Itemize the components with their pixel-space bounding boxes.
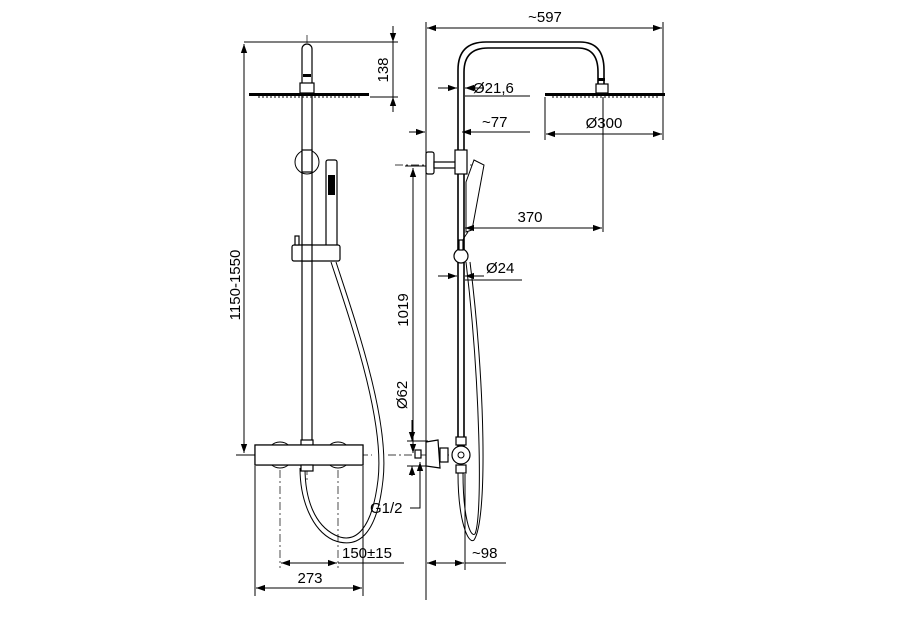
shower-head bbox=[249, 93, 369, 96]
dim-bar-depth: ~98 bbox=[472, 545, 497, 562]
dim-head-height: 138 bbox=[375, 57, 392, 82]
escutcheon bbox=[425, 439, 441, 469]
dim-total-depth: ~597 bbox=[528, 9, 562, 26]
side-shower-head bbox=[545, 93, 665, 96]
wall-inlet bbox=[414, 449, 422, 459]
side-hand-shower bbox=[465, 159, 485, 233]
wall-bracket bbox=[425, 151, 435, 175]
hose bbox=[304, 261, 380, 539]
front-view: 1150-1550 138 bbox=[227, 26, 404, 596]
side-slider bbox=[453, 248, 469, 264]
dim-bracket-height: 1019 bbox=[395, 293, 412, 326]
side-thermostat bbox=[451, 445, 471, 465]
dim-arm-reach: 370 bbox=[517, 209, 542, 226]
dim-height-range: 1150-1550 bbox=[227, 250, 244, 321]
side-view: ~597 Ø21,6 ~77 Ø300 1019 bbox=[370, 9, 665, 600]
dim-bar-width: 273 bbox=[297, 570, 322, 587]
head-connector bbox=[299, 82, 315, 94]
riser-pipe bbox=[301, 43, 313, 445]
bracket-clamp bbox=[454, 149, 468, 175]
dim-hose-offset: 150±15 bbox=[342, 545, 392, 562]
dim-pipe-diameter: Ø21,6 bbox=[473, 80, 514, 97]
dim-riser-diameter: Ø24 bbox=[486, 260, 514, 277]
slider bbox=[291, 244, 341, 262]
hand-shower bbox=[325, 159, 338, 249]
dim-head-diameter: Ø300 bbox=[586, 115, 623, 132]
dim-wall-offset: ~77 bbox=[482, 114, 507, 131]
shower-arm bbox=[457, 41, 605, 450]
dim-thread: G1/2 bbox=[370, 500, 403, 517]
side-hose bbox=[457, 261, 484, 542]
dim-escutcheon-diameter: Ø62 bbox=[394, 381, 411, 409]
